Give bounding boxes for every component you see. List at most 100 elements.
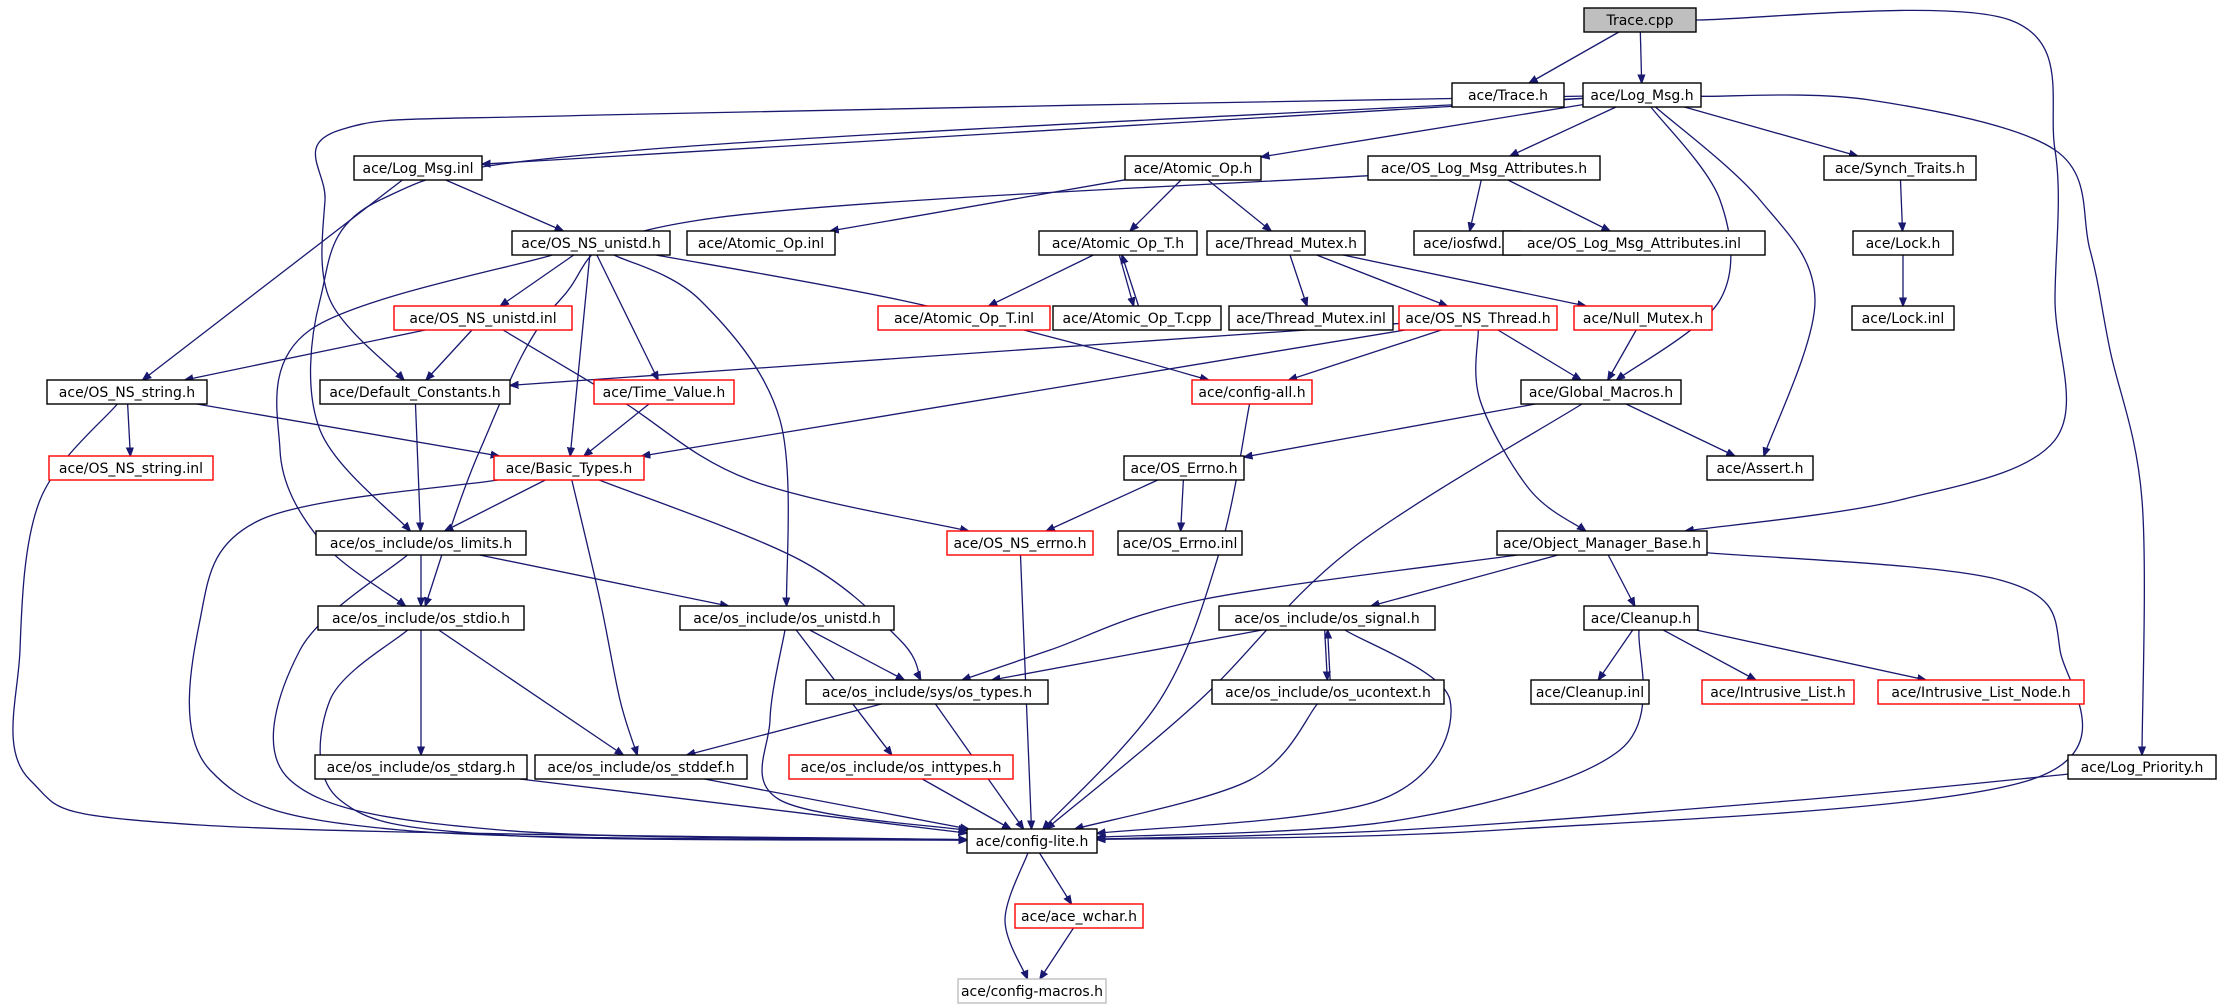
node-box [593,379,735,405]
node-os-limits-h[interactable]: ace/os_include/os_limits.h [315,530,527,556]
edge-log-msg-h-to-log-priority-h [1700,94,2144,755]
node-atomic-op-t-cpp[interactable]: ace/Atomic_Op_T.cpp [1052,305,1222,331]
node-intrusive-list-node-h[interactable]: ace/Intrusive_List_Node.h [1877,679,2085,705]
node-lock-inl[interactable]: ace/Lock.inl [1851,305,1955,331]
edge-log-priority-h-to-config-lite-h [1097,773,2069,839]
node-box [1211,679,1445,705]
node-global-macros-h[interactable]: ace/Global_Macros.h [1520,379,1682,405]
node-atomic-op-t-inl[interactable]: ace/Atomic_Op_T.inl [877,305,1051,331]
node-box [1823,155,1977,181]
node-label: ace/config-macros.h [961,984,1103,1000]
node-basic-types-h[interactable]: ace/Basic_Types.h [493,455,645,481]
node-atomic-op-t-h[interactable]: ace/Atomic_Op_T.h [1038,230,1198,256]
node-os-ucontext-h[interactable]: ace/os_include/os_ucontext.h [1211,679,1445,705]
node-os-signal-h[interactable]: ace/os_include/os_signal.h [1218,605,1436,631]
node-box [1398,305,1558,331]
node-label: ace/os_include/os_ucontext.h [1225,685,1431,701]
node-box [1877,679,2085,705]
node-os-stddef-h[interactable]: ace/os_include/os_stddef.h [534,754,748,780]
node-os-stdarg-h[interactable]: ace/os_include/os_stdarg.h [314,754,528,780]
node-synch-traits-h[interactable]: ace/Synch_Traits.h [1823,155,1977,181]
node-label: ace/Synch_Traits.h [1835,161,1965,177]
node-atomic-op-h[interactable]: ace/Atomic_Op.h [1124,155,1262,181]
node-default-constants-h[interactable]: ace/Default_Constants.h [319,379,511,405]
node-box [1520,379,1682,405]
node-thread-mutex-inl[interactable]: ace/Thread_Mutex.inl [1228,305,1394,331]
node-box [1117,530,1243,556]
edge-cleanup-h-to-config-lite-h [1097,629,1644,837]
node-os-log-msg-attr-inl[interactable]: ace/OS_Log_Msg_Attributes.inl [1502,230,1766,256]
edge-os-log-msg-attr-h-to-os-stdio-h [425,175,1369,606]
node-config-lite-h[interactable]: ace/config-lite.h [966,828,1098,854]
node-os-ns-unistd-h[interactable]: ace/OS_NS_unistd.h [511,230,671,256]
edge-object-manager-base-h-to-config-lite-h [1097,552,2084,840]
node-log-msg-inl[interactable]: ace/Log_Msg.inl [353,155,483,181]
node-os-ns-thread-h[interactable]: ace/OS_NS_Thread.h [1398,305,1558,331]
node-atomic-op-inl[interactable]: ace/Atomic_Op.inl [686,230,836,256]
node-box [966,828,1098,854]
edge-os-ucontext-h-to-config-lite-h [1075,703,1318,829]
node-config-all-h[interactable]: ace/config-all.h [1191,379,1313,405]
node-label: ace/Default_Constants.h [329,385,500,401]
node-box [511,230,671,256]
node-label: ace/OS_NS_string.inl [59,461,203,477]
edge-log-msg-h-to-default-constants-h [314,95,1584,380]
node-box [1218,605,1436,631]
edge-os-unistd-h-to-sys-os-types-h [809,629,905,680]
node-box [493,455,645,481]
node-label: ace/OS_Log_Msg_Attributes.inl [1527,236,1741,252]
edge-os-ucontext-h-to-os-signal-h [1328,630,1331,681]
node-label: ace/Object_Manager_Base.h [1503,536,1701,552]
edge-trace-cpp-to-object-manager-base-h [1685,9,2068,531]
node-os-errno-h[interactable]: ace/OS_Errno.h [1123,455,1245,481]
node-os-stdio-h[interactable]: ace/os_include/os_stdio.h [317,605,525,631]
node-os-log-msg-attr-h[interactable]: ace/OS_Log_Msg_Attributes.h [1367,155,1601,181]
node-label: ace/Log_Msg.h [1590,88,1693,104]
node-os-inttypes-h[interactable]: ace/os_include/os_inttypes.h [788,754,1014,780]
node-box [1582,82,1702,108]
node-box [319,379,511,405]
edge-os-signal-h-to-config-lite-h [1097,629,1452,833]
node-label: ace/Cleanup.h [1591,611,1691,627]
node-label: ace/Global_Macros.h [1529,385,1673,401]
edge-cleanup-h-to-intrusive-list-h [1662,629,1756,680]
node-ace-wchar-h[interactable]: ace/ace_wchar.h [1014,903,1144,929]
edge-os-inttypes-h-to-config-lite-h [921,778,1011,829]
node-config-macros-h[interactable]: ace/config-macros.h [957,978,1107,1004]
edge-os-errno-h-to-os-errno-inl [1181,479,1184,531]
node-lock-h[interactable]: ace/Lock.h [1852,230,1954,256]
node-sys-os-types-h[interactable]: ace/os_include/sys/os_types.h [805,679,1049,705]
node-os-ns-string-h[interactable]: ace/OS_NS_string.h [46,379,208,405]
edge-os-unistd-h-to-config-lite-h [761,629,967,830]
node-object-manager-base-h[interactable]: ace/Object_Manager_Base.h [1496,530,1708,556]
node-label: ace/Atomic_Op.inl [698,236,824,252]
node-os-ns-unistd-inl[interactable]: ace/OS_NS_unistd.inl [393,305,573,331]
node-label: ace/Thread_Mutex.h [1215,236,1357,252]
node-os-unistd-h[interactable]: ace/os_include/os_unistd.h [679,605,895,631]
node-os-ns-string-inl[interactable]: ace/OS_NS_string.inl [48,455,214,481]
node-time-value-h[interactable]: ace/Time_Value.h [593,379,735,405]
edge-log-msg-h-to-assert-h [1655,106,1816,456]
node-box [1502,230,1766,256]
node-null-mutex-h[interactable]: ace/Null_Mutex.h [1573,305,1713,331]
node-label: ace/Atomic_Op_T.inl [894,311,1034,327]
node-cleanup-h[interactable]: ace/Cleanup.h [1583,605,1699,631]
node-thread-mutex-h[interactable]: ace/Thread_Mutex.h [1206,230,1366,256]
node-intrusive-list-h[interactable]: ace/Intrusive_List.h [1701,679,1855,705]
edge-thread-mutex-h-to-os-ns-thread-h [1316,254,1448,306]
node-label: ace/OS_NS_unistd.inl [409,311,556,327]
node-box [805,679,1049,705]
node-cleanup-inl[interactable]: ace/Cleanup.inl [1530,679,1650,705]
node-os-errno-inl[interactable]: ace/OS_Errno.inl [1117,530,1243,556]
node-assert-h[interactable]: ace/Assert.h [1706,455,1814,481]
node-trace-h[interactable]: ace/Trace.h [1451,82,1565,108]
node-label: ace/OS_NS_errno.h [953,536,1086,552]
node-log-msg-h[interactable]: ace/Log_Msg.h [1582,82,1702,108]
node-os-ns-errno-h[interactable]: ace/OS_NS_errno.h [946,530,1094,556]
node-label: ace/Cleanup.inl [1536,685,1644,701]
edge-atomic-op-h-to-atomic-op-t-h [1130,179,1182,231]
node-box [1701,679,1855,705]
node-trace-cpp[interactable]: Trace.cpp [1583,7,1697,33]
node-log-priority-h[interactable]: ace/Log_Priority.h [2067,754,2217,780]
